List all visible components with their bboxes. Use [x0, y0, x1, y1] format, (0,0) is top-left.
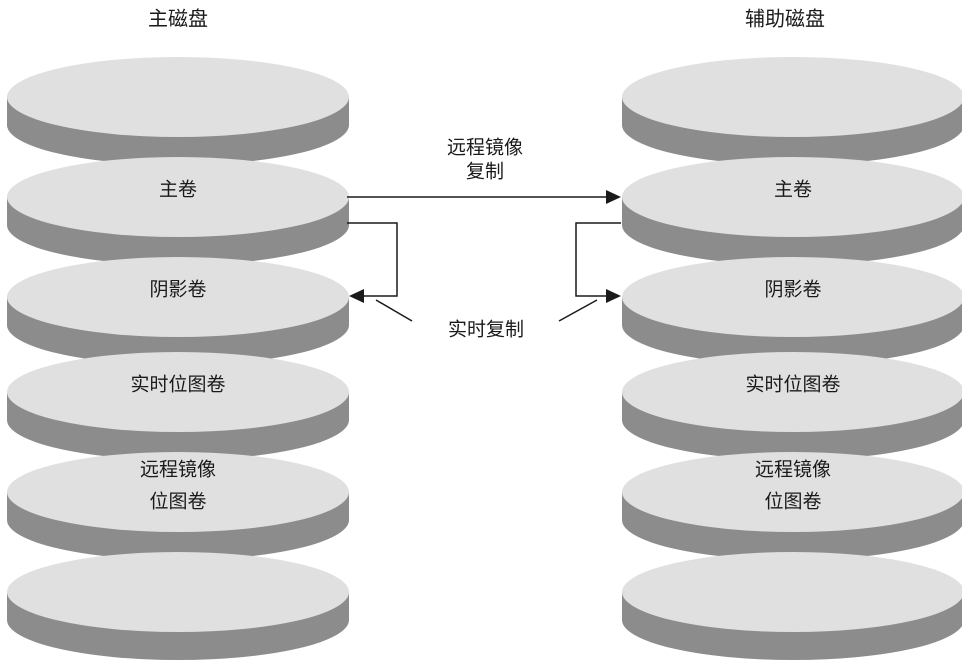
secondary-disk-1-label-0: 主卷	[774, 179, 812, 201]
remote-mirror-replication-arrow	[347, 190, 621, 204]
primary-disk-2: 阴影卷	[7, 257, 349, 365]
primary-disk-3-label-0: 实时位图卷	[130, 374, 225, 396]
primary-disk-1-label-0: 主卷	[159, 179, 197, 201]
primary-disk-1: 主卷	[7, 157, 349, 265]
left-point-in-time-arrow	[347, 222, 398, 303]
secondary-disk-5	[622, 552, 962, 660]
secondary-disk-3: 实时位图卷	[622, 352, 962, 460]
secondary-disk-4-label-1: 位图卷	[764, 491, 821, 513]
secondary-disk-4-label-0: 远程镜像	[755, 459, 831, 481]
secondary-disk-2-label-0: 阴影卷	[764, 279, 821, 301]
remote-mirror-label-line1: 远程镜像	[447, 137, 523, 159]
secondary-disk-title: 辅助磁盘	[745, 7, 825, 31]
secondary-disk-2: 阴影卷	[622, 257, 962, 365]
primary-disk-3: 实时位图卷	[7, 352, 349, 460]
point-in-time-copy-label: 实时复制	[448, 319, 524, 341]
primary-disk-4-label-0: 远程镜像	[140, 459, 216, 481]
secondary-disk-3-label-0: 实时位图卷	[745, 374, 840, 396]
left-label-leader	[375, 299, 413, 322]
primary-disk-2-label-0: 阴影卷	[149, 279, 206, 301]
right-label-leader	[558, 299, 598, 322]
remote-mirror-label-line2: 复制	[466, 161, 504, 183]
right-point-in-time-arrow	[575, 222, 621, 303]
secondary-disk-1: 主卷	[622, 157, 962, 265]
primary-disk-0	[7, 57, 349, 165]
primary-disk-5	[7, 552, 349, 660]
primary-disk-4-label-1: 位图卷	[149, 491, 206, 513]
primary-disk-title: 主磁盘	[148, 7, 208, 31]
secondary-disk-0	[622, 57, 962, 165]
